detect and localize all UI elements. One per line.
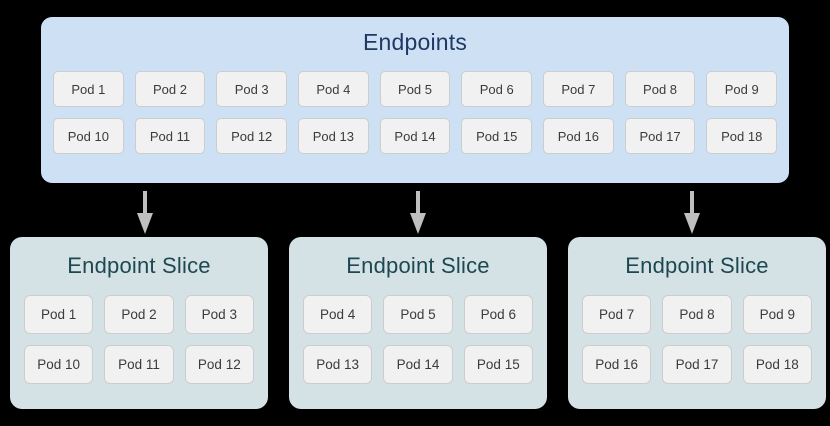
endpoint-slice-container-3: Endpoint Slice Pod 7 Pod 8 Pod 9 Pod 16 …	[568, 237, 826, 409]
pod-chip: Pod 13	[298, 118, 369, 154]
endpoint-slice-pod-row: Pod 7 Pod 8 Pod 9	[582, 295, 812, 334]
pod-chip: Pod 15	[463, 345, 533, 384]
pod-chip: Pod 7	[582, 295, 652, 334]
pod-chip: Pod 7	[543, 71, 614, 107]
pod-chip: Pod 6	[461, 71, 533, 107]
endpoint-slice-pod-grid: Pod 4 Pod 5 Pod 6 Pod 13 Pod 14 Pod 15	[303, 295, 533, 395]
pod-chip: Pod 13	[303, 345, 373, 384]
endpoint-slice-pod-row: Pod 4 Pod 5 Pod 6	[303, 295, 533, 334]
pod-chip: Pod 9	[706, 71, 778, 107]
pod-chip: Pod 3	[216, 71, 288, 107]
arrow-down-icon	[407, 191, 429, 235]
endpoints-pod-row: Pod 1 Pod 2 Pod 3 Pod 4 Pod 5 Pod 6 Pod …	[53, 71, 778, 107]
pod-chip: Pod 1	[24, 295, 94, 334]
arrow-down-icon	[134, 191, 156, 235]
pod-chip: Pod 14	[379, 118, 451, 154]
pod-chip: Pod 4	[298, 71, 369, 107]
endpoints-pod-row: Pod 10 Pod 11 Pod 12 Pod 13 Pod 14 Pod 1…	[53, 118, 778, 154]
pod-chip: Pod 18	[742, 345, 812, 384]
endpoints-container: Endpoints Pod 1 Pod 2 Pod 3 Pod 4 Pod 5 …	[41, 17, 789, 183]
pod-chip: Pod 6	[463, 295, 533, 334]
pod-chip: Pod 16	[543, 118, 614, 154]
endpoint-slice-pod-row: Pod 1 Pod 2 Pod 3	[24, 295, 254, 334]
pod-chip: Pod 5	[379, 71, 451, 107]
endpoint-slice-title: Endpoint Slice	[346, 253, 490, 278]
endpoint-slice-pod-row: Pod 10 Pod 11 Pod 12	[24, 345, 254, 384]
pod-chip: Pod 10	[53, 118, 124, 154]
endpoint-slice-pod-grid: Pod 7 Pod 8 Pod 9 Pod 16 Pod 17 Pod 18	[582, 295, 812, 395]
pod-chip: Pod 3	[184, 295, 254, 334]
endpoints-title: Endpoints	[362, 29, 468, 55]
endpoint-slice-container-1: Endpoint Slice Pod 1 Pod 2 Pod 3 Pod 10 …	[10, 237, 268, 409]
arrow-down-icon	[681, 191, 703, 235]
endpoint-slice-pod-grid: Pod 1 Pod 2 Pod 3 Pod 10 Pod 11 Pod 12	[24, 295, 254, 395]
pod-chip: Pod 4	[303, 295, 373, 334]
pod-chip: Pod 17	[624, 118, 696, 154]
pod-chip: Pod 12	[216, 118, 288, 154]
pod-chip: Pod 17	[662, 345, 732, 384]
pod-chip: Pod 2	[134, 71, 206, 107]
pod-chip: Pod 5	[383, 295, 453, 334]
pod-chip: Pod 15	[461, 118, 533, 154]
endpoints-pod-grid: Pod 1 Pod 2 Pod 3 Pod 4 Pod 5 Pod 6 Pod …	[53, 71, 778, 165]
endpoint-slice-title: Endpoint Slice	[67, 253, 211, 278]
endpoint-slice-pod-row: Pod 16 Pod 17 Pod 18	[582, 345, 812, 384]
pod-chip: Pod 8	[662, 295, 732, 334]
pod-chip: Pod 18	[706, 118, 778, 154]
endpoint-slice-title: Endpoint Slice	[625, 253, 769, 278]
pod-chip: Pod 10	[24, 345, 94, 384]
pod-chip: Pod 14	[383, 345, 453, 384]
pod-chip: Pod 11	[104, 345, 174, 384]
endpoint-slice-pod-row: Pod 13 Pod 14 Pod 15	[303, 345, 533, 384]
pod-chip: Pod 12	[184, 345, 254, 384]
pod-chip: Pod 8	[624, 71, 696, 107]
pod-chip: Pod 9	[742, 295, 812, 334]
pod-chip: Pod 16	[582, 345, 652, 384]
pod-chip: Pod 2	[104, 295, 174, 334]
pod-chip: Pod 11	[134, 118, 206, 154]
endpoint-slice-container-2: Endpoint Slice Pod 4 Pod 5 Pod 6 Pod 13 …	[289, 237, 547, 409]
pod-chip: Pod 1	[53, 71, 124, 107]
